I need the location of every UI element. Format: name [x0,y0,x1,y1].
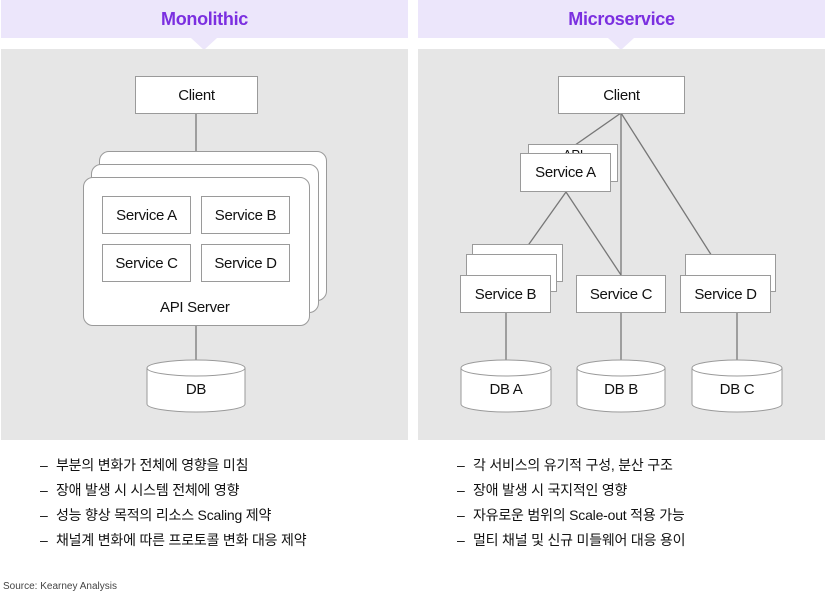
bullet-dash: – [40,532,48,548]
list-item: –각 서비스의 유기적 구성, 분산 구조 [457,453,685,478]
monolithic-bullet-list: –부분의 변화가 전체에 영향을 미침 –장애 발생 시 시스템 전체에 영향 … [40,453,307,553]
monolithic-header-pointer [191,38,217,50]
bullet-dash: – [457,457,465,473]
service-b-box: Service B [201,196,290,234]
microservice-header-pointer [608,38,634,50]
monolithic-header: Monolithic [1,0,408,38]
bullet-dash: – [457,532,465,548]
microservice-service-c-box: Service C [576,275,666,313]
bullet-dash: – [40,507,48,523]
monolithic-title: Monolithic [161,8,248,29]
list-item: –채널계 변화에 따른 프로토콜 변화 대응 제약 [40,528,307,553]
api-gateway-label: API [562,147,584,155]
bullet-dash: – [457,507,465,523]
microservice-client-box: Client [558,76,685,114]
microservice-title: Microservice [568,8,675,29]
list-item: –성능 향상 목적의 리소스 Scaling 제약 [40,503,306,528]
bullet-dash: – [40,457,48,473]
microservice-bullet-list: –각 서비스의 유기적 구성, 분산 구조 –장애 발생 시 국지적인 영향 –… [457,453,686,553]
microservice-service-a-box: Service A [520,153,611,192]
bullet-dash: – [40,482,48,498]
source-note: Source: Kearney Analysis [3,581,117,592]
service-a-box: Service A [102,196,191,234]
bullet-dash: – [457,482,465,498]
list-item: –장애 발생 시 시스템 전체에 영향 [40,478,306,503]
list-item: –멀티 채널 및 신규 미들웨어 대응 용이 [457,528,686,553]
list-item: –장애 발생 시 국지적인 영향 [457,478,685,503]
microservice-service-b-box: Service B [460,275,551,313]
api-server-label: API Server [160,299,230,316]
monolithic-client-box: Client [135,76,258,114]
microservice-header: Microservice [418,0,825,38]
list-item: –자유로운 범위의 Scale-out 적용 가능 [457,503,685,528]
microservice-service-d-box: Service D [680,275,771,313]
list-item: –부분의 변화가 전체에 영향을 미침 [40,453,306,478]
service-d-box: Service D [201,244,290,282]
service-c-box: Service C [102,244,191,282]
